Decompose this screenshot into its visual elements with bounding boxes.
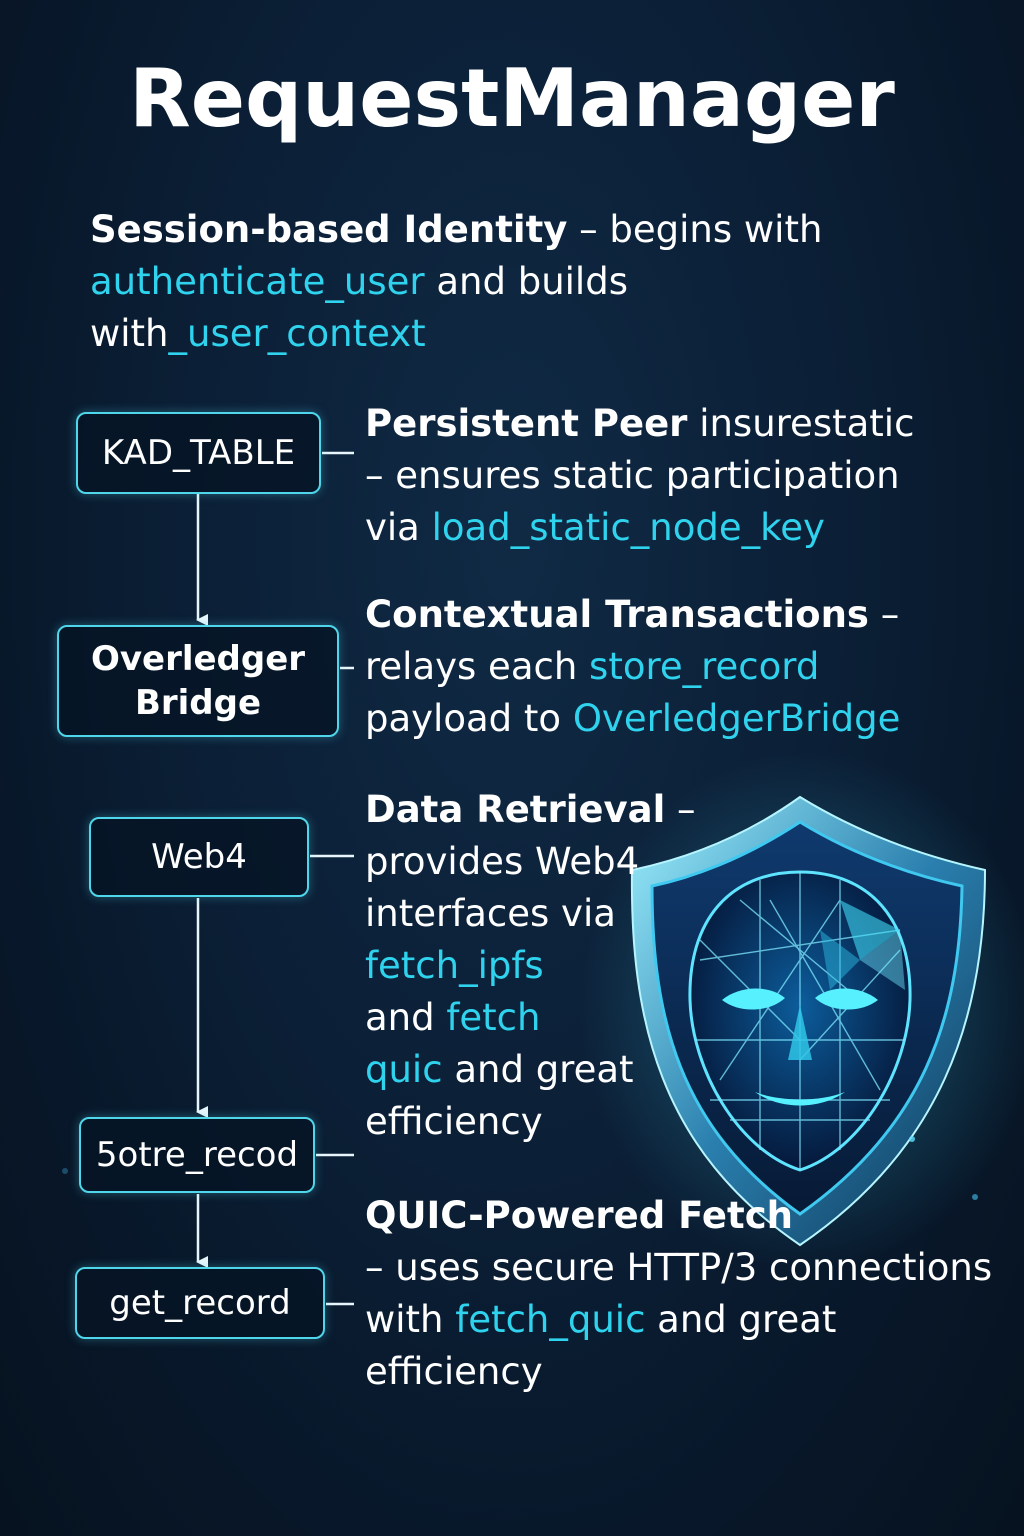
intro-code-user-context: _user_context [168,312,426,355]
persistent-line1-rest: insurestatic [687,402,915,445]
retrieval-line5-prefix: and [365,996,447,1039]
persistent-peer-heading: Persistent Peer [365,402,688,445]
code-fetch-ipfs: fetch_ipfs [365,944,544,987]
data-retrieval-text: Data Retrieval – provides Web4 interface… [365,784,696,1148]
contextual-line2-prefix: relays each [365,645,590,688]
code-fetch-quic: fetch_quic [455,1298,646,1341]
quic-line3-prefix: with [365,1298,456,1341]
quic-line4: efficiency [365,1350,543,1393]
persistent-peer-text: Persistent Peer insurestatic – ensures s… [365,398,914,554]
code-quic: quic [365,1048,443,1091]
retrieval-line2: provides Web4 [365,840,640,883]
sotre-record-box: 5otre_recod [79,1117,315,1193]
retrieval-line1-rest: – [665,788,696,831]
kad-table-box: KAD_TABLE [76,412,321,494]
sotre-record-label: 5otre_recod [95,1135,299,1175]
quic-powered-fetch-text: QUIC-Powered Fetch – uses secure HTTP/3 … [365,1190,992,1398]
intro-line2-rest: and builds [424,260,628,303]
data-retrieval-heading: Data Retrieval [365,788,666,831]
contextual-transactions-text: Contextual Transactions – relays each st… [365,589,900,745]
get-record-box: get_record [75,1267,325,1339]
overledger-bridge-box: Overledger Bridge [57,625,339,737]
contextual-transactions-heading: Contextual Transactions [365,593,869,636]
intro-text: Session-based Identity – begins with aut… [90,204,822,360]
quic-line3-rest: and great [645,1298,837,1341]
retrieval-line6-rest: and great [442,1048,634,1091]
quic-powered-fetch-heading: QUIC-Powered Fetch [365,1194,793,1237]
contextual-line3-prefix: payload to [365,697,573,740]
contextual-line1-rest: – [868,593,900,636]
overledger-label-line2: Bridge [134,683,262,723]
get-record-label: get_record [109,1283,291,1323]
web4-box: Web4 [89,817,309,897]
intro-code-authenticate-user: authenticate_user [90,260,425,303]
code-load-static-node-key: load_static_node_key [431,506,825,549]
intro-line1-rest: – begins with [567,208,823,251]
kad-table-label: KAD_TABLE [101,433,296,473]
code-overledger-bridge: OverledgerBridge [572,697,901,740]
retrieval-line7: efficiency [365,1100,543,1143]
persistent-line3-prefix: via [365,506,432,549]
persistent-line2: – ensures static participation [365,454,900,497]
intro-heading: Session-based Identity [90,208,568,251]
code-store-record: store_record [589,645,820,688]
page-title: RequestManager [129,52,895,145]
overledger-label-line1: Overledger [90,639,306,679]
quic-line2: – uses secure HTTP/3 connections [365,1246,993,1289]
intro-line3-prefix: with [90,312,169,355]
code-fetch: fetch [446,996,541,1039]
web4-label: Web4 [151,837,247,877]
retrieval-line3: interfaces via [365,892,616,935]
